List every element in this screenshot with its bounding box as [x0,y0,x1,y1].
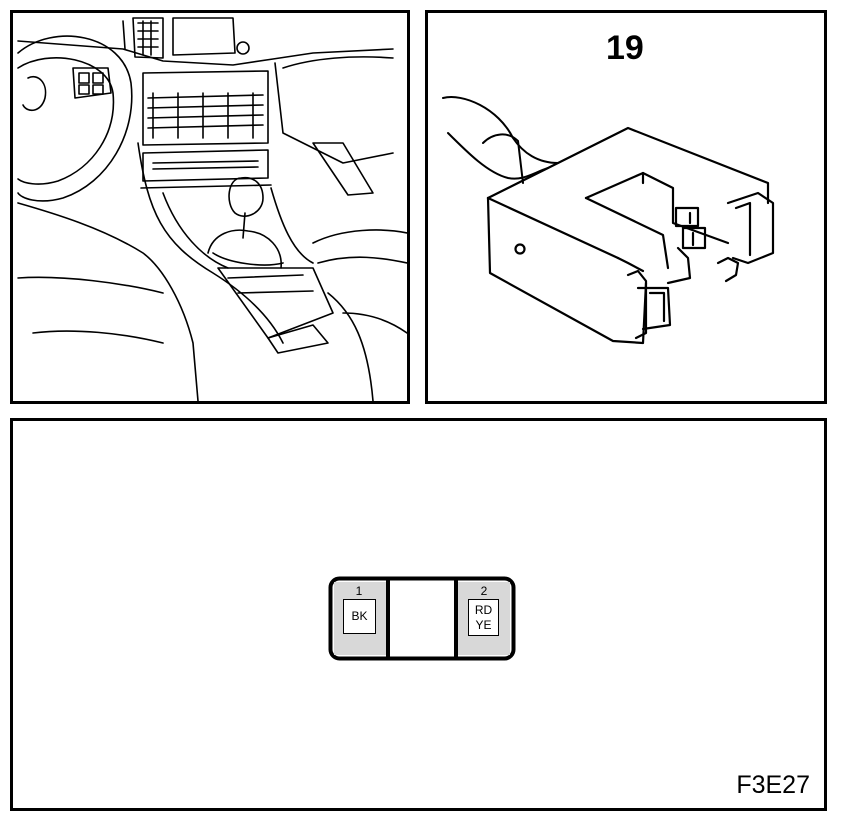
pin-2-color-stripe: YE [475,618,492,632]
interior-illustration-panel [10,10,410,404]
connector-number: 19 [606,29,644,67]
figure-code: F3E27 [736,771,810,799]
connector-face [328,576,516,661]
pin-2-wire-color: RD YE [468,599,499,636]
connector-drawing [442,96,775,345]
pin-1-color: BK [351,609,368,623]
connector-illustration-panel: 19 [425,10,827,404]
pin-1-wire-color: BK [343,599,376,634]
car-interior-drawing [17,17,407,401]
pin-1-number: 1 [355,584,363,598]
pin-2-color-primary: RD [474,603,493,617]
pin-2-number: 2 [480,584,488,598]
pinout-panel: 1 BK 2 RD YE F3E27 [10,418,827,811]
